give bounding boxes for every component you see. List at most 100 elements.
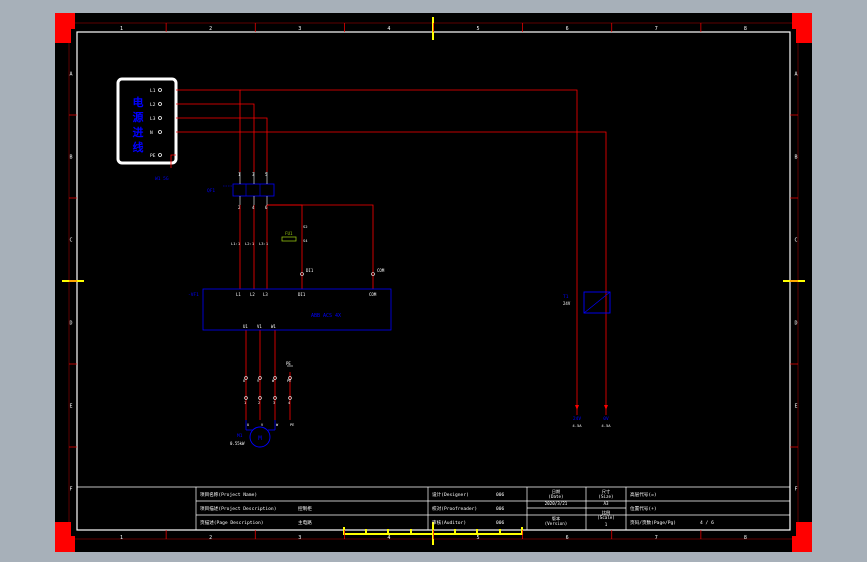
motor-power: 0.55kW bbox=[230, 441, 245, 446]
tb-scale-label: 比例(Scale) bbox=[597, 509, 615, 520]
terminal-top-w: W bbox=[272, 379, 275, 383]
drive-name: ABB ACS 4X bbox=[311, 313, 341, 319]
drive-input-l2: L2 bbox=[250, 292, 255, 297]
tb-scale-value: 1 bbox=[605, 522, 608, 527]
column-label-5-top: 5 bbox=[477, 26, 480, 32]
tb-page-label: 页码/页数(Page/Pg) bbox=[630, 519, 676, 526]
drive-input-l3: L3 bbox=[263, 292, 268, 297]
breaker-top-5: 5 bbox=[265, 172, 268, 177]
terminal-top-pe: PE bbox=[287, 379, 291, 383]
source-terminal-n: N bbox=[150, 130, 153, 136]
column-label-6-top: 6 bbox=[566, 26, 569, 32]
breaker-bottom-6: 6 bbox=[265, 205, 268, 210]
column-label-3-top: 3 bbox=[298, 26, 301, 32]
psu-output-0v-tag: 0V bbox=[603, 416, 609, 422]
row-label-A-left: A bbox=[69, 72, 72, 78]
column-label-7-bottom: 7 bbox=[655, 535, 658, 541]
source-terminal-l3: L3 bbox=[150, 116, 156, 122]
drive-output-u1: U1 bbox=[243, 324, 248, 329]
row-label-C-left: C bbox=[69, 238, 72, 244]
tb-auditor-label: 审核(Auditor) bbox=[432, 519, 466, 526]
motor-m1: M M1 0.55kW U V W PE bbox=[230, 420, 294, 448]
source-title-char-3: 进 bbox=[133, 125, 144, 139]
column-label-6-bottom: 6 bbox=[566, 535, 569, 541]
tb-version-label: 版本(Version) bbox=[545, 515, 568, 526]
psu-tag: T1 bbox=[563, 294, 569, 300]
terminal-bottom-4: 4 bbox=[288, 401, 290, 405]
tb-size-value: A3 bbox=[603, 501, 609, 506]
breaker-bottom-2: 2 bbox=[238, 205, 241, 210]
drive-output-w1: W1 bbox=[271, 324, 276, 329]
breaker-tag: QF1 bbox=[207, 188, 215, 194]
terminal-top-v: V bbox=[257, 379, 260, 383]
motor-terminal-u: U bbox=[247, 423, 249, 427]
wire-label-l1: L1:1 bbox=[231, 241, 241, 246]
power-supply-t1: T1 24V 24V 4.5A 0V 4.5A bbox=[563, 291, 611, 428]
tb-designer-value: 006 bbox=[496, 492, 505, 498]
fuse-tag: FU1 bbox=[285, 231, 293, 236]
bottom-ruler bbox=[343, 527, 523, 535]
column-label-5-bottom: 5 bbox=[477, 535, 480, 541]
drive-tag: -VF1 bbox=[188, 292, 199, 298]
breaker-top-1: 1 bbox=[238, 172, 241, 177]
tb-proofreader-value: 006 bbox=[496, 506, 505, 512]
wire-label-s4: S4 bbox=[303, 238, 308, 243]
fuse-symbol bbox=[281, 236, 297, 242]
tb-project-desc-label: 项目描述(Project Description) bbox=[200, 505, 276, 512]
column-label-2-top: 2 bbox=[209, 26, 212, 32]
column-label-4-top: 4 bbox=[387, 26, 390, 32]
title-block bbox=[77, 486, 790, 530]
psu-output-24v-tag: 24V bbox=[573, 416, 581, 422]
row-label-F-left: F bbox=[69, 487, 72, 493]
tb-page-desc-value: 主电路 bbox=[298, 519, 312, 526]
psu-output-0v-value: 4.5A bbox=[601, 423, 611, 428]
column-label-7-top: 7 bbox=[655, 26, 658, 32]
terminal-bottom-1: 1 bbox=[244, 401, 246, 405]
row-label-E-left: E bbox=[69, 404, 72, 410]
row-label-A-right: A bbox=[794, 72, 797, 78]
column-label-8-top: 8 bbox=[744, 26, 747, 32]
wire-label-s2: S2 bbox=[303, 224, 308, 229]
wire-label-l3: L3:1 bbox=[259, 241, 269, 246]
source-title-char-1: 电 bbox=[133, 95, 144, 109]
column-labels: 1 1 2 2 3 3 4 4 5 5 6 6 7 7 8 8 bbox=[120, 23, 747, 541]
wire-labels: L1:1 L2:1 L3:1 S2 S4 FU1 bbox=[231, 224, 308, 246]
terminal-top-u: U bbox=[243, 379, 245, 383]
pe-tag: PE bbox=[286, 361, 291, 366]
sheet-background bbox=[55, 13, 812, 552]
drive-input-l1: L1 bbox=[236, 292, 241, 297]
column-label-4-bottom: 4 bbox=[387, 535, 390, 541]
tb-project-name-label: 项目名称(Project Name) bbox=[200, 491, 257, 498]
row-label-B-right: B bbox=[794, 155, 797, 161]
breaker-bottom-4: 4 bbox=[252, 205, 255, 210]
motor-terminal-pe: PE bbox=[290, 423, 294, 427]
tb-hi-code-label: 高层代号(=) bbox=[630, 491, 657, 498]
source-terminal-l1: L1 bbox=[150, 88, 156, 94]
motor-terminal-v: V bbox=[261, 423, 264, 427]
wiring bbox=[170, 89, 607, 420]
power-source-box: 电 源 进 线 L1 L2 L3 N PE bbox=[116, 77, 178, 165]
row-label-D-left: D bbox=[69, 321, 72, 327]
title-block-text: 项目名称(Project Name) 项目描述(Project Descript… bbox=[200, 488, 714, 527]
column-label-2-bottom: 2 bbox=[209, 535, 212, 541]
row-label-B-left: B bbox=[69, 155, 72, 161]
psu-output-24v-value: 4.5A bbox=[572, 423, 582, 428]
source-title-char-2: 源 bbox=[133, 110, 144, 124]
tb-designer-label: 设计(Designer) bbox=[432, 491, 469, 498]
drive-com-label: COM bbox=[377, 268, 385, 273]
tb-auditor-value: 006 bbox=[496, 520, 505, 526]
column-label-8-bottom: 8 bbox=[744, 535, 747, 541]
tb-date-value: 2020/3/21 bbox=[545, 501, 568, 506]
row-label-F-right: F bbox=[794, 487, 797, 493]
source-terminal-l2: L2 bbox=[150, 102, 156, 108]
breaker-top-3: 3 bbox=[252, 172, 255, 177]
drive-vf1: -VF1 ABB ACS 4X L1 L2 L3 DI1 COM DI1 COM… bbox=[188, 268, 392, 331]
tb-date-label: 日期(Date) bbox=[548, 489, 563, 499]
output-terminal-strip: PE U V W PE 1 2 3 4 bbox=[243, 361, 293, 405]
breaker-qf1: QF1 1 3 5 2 4 6 bbox=[207, 172, 275, 210]
source-title-char-4: 线 bbox=[133, 140, 144, 154]
svg-text:M: M bbox=[258, 435, 262, 442]
column-label-1-bottom: 1 bbox=[120, 535, 123, 541]
